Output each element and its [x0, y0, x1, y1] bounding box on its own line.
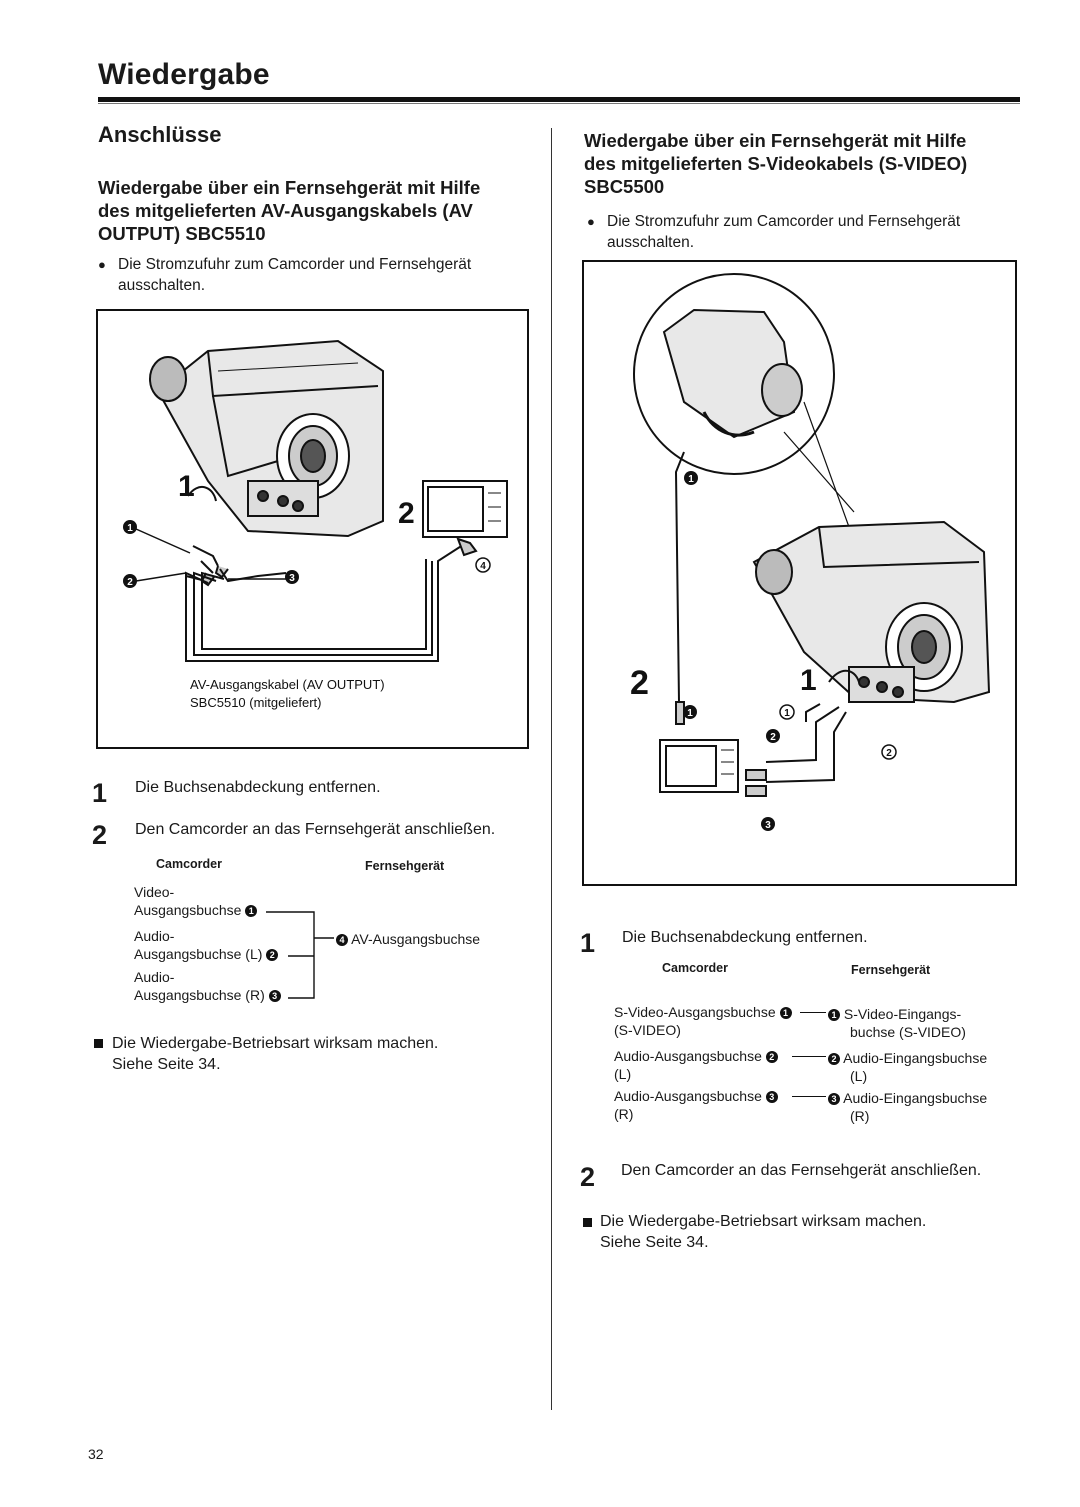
badge-2: 2: [770, 732, 776, 743]
title-rule: [98, 97, 1020, 102]
badge-1: 1: [688, 474, 694, 485]
step-text: Den Camcorder an das Fernsehgerät anschl…: [621, 1162, 982, 1179]
right-subheading-line3: SBC5500: [584, 176, 665, 197]
conn-row1-cam: S-Video-Ausgangsbuchse 1 (S-VIDEO): [614, 1003, 792, 1039]
conn-tv-input: 4 AV-Ausgangsbuchse: [336, 930, 480, 948]
col-camcorder: Camcorder: [156, 857, 222, 871]
left-bullet-line1: Die Stromzufuhr zum Camcorder und Fernse…: [118, 256, 472, 273]
figure-step-1: 1: [178, 470, 195, 503]
conn-row3-cam: Audio-Ausgangsbuchse 3 (R): [614, 1087, 778, 1123]
left-bullet-line2: ausschalten.: [118, 277, 206, 294]
badge-3: 3: [765, 1091, 778, 1104]
badge-3: 3: [289, 573, 295, 584]
bullet-dot: ●: [98, 257, 106, 272]
connector-line: [792, 1096, 826, 1097]
figure-caption-line1: AV-Ausgangskabel (AV OUTPUT): [190, 677, 385, 692]
col-tv: Fernsehgerät: [365, 859, 445, 873]
right-subheading-line2: des mitgelieferten S-Videokabels (S-VIDE…: [584, 153, 968, 174]
left-subheading: Wiedergabe über ein Fernsehgerät mit Hil…: [98, 176, 538, 245]
col-camcorder: Camcorder: [662, 961, 728, 975]
badge-1: 1: [245, 905, 258, 918]
connector-line: [792, 1056, 826, 1057]
conn-audio-r: Audio- Ausgangsbuchse (R) 3: [134, 968, 281, 1004]
camcorder-svideo-illustration: 1 1 1 2 2 3 2 1: [630, 273, 991, 831]
figure-caption-line2: SBC5510 (mitgeliefert): [190, 695, 322, 710]
step-number: 2: [92, 820, 108, 850]
left-subheading-line1: Wiedergabe über ein Fernsehgerät mit Hil…: [98, 177, 481, 198]
square-bullet: [583, 1218, 592, 1227]
left-note: Die Wiedergabe-Betriebsart wirksam mache…: [112, 1035, 439, 1073]
conn-audio-l: Audio- Ausgangsbuchse (L) 2: [134, 927, 279, 963]
step-number: 1: [92, 778, 108, 808]
step-text: Den Camcorder an das Fernsehgerät anschl…: [135, 821, 496, 838]
badge-1: 1: [687, 708, 693, 719]
right-subheading-line1: Wiedergabe über ein Fernsehgerät mit Hil…: [584, 130, 967, 151]
step-number: 2: [580, 1162, 596, 1192]
badge-1: 1: [127, 523, 133, 534]
right-bullet-line1: Die Stromzufuhr zum Camcorder und Fernse…: [607, 213, 961, 230]
camcorder-av-illustration: 1 2 3 4 1 2 AV-Ausgangskabel (AV OUTPUT)…: [123, 339, 508, 710]
badge-1: 1: [828, 1009, 840, 1022]
badge-2: 2: [828, 1053, 840, 1066]
left-subheading-line3: OUTPUT) SBC5510: [98, 223, 266, 244]
right-subheading: Wiedergabe über ein Fernsehgerät mit Hil…: [584, 129, 1024, 198]
connector-line: [800, 1012, 826, 1013]
conn-row3-tv: 3 Audio-Eingangsbuchse (R): [828, 1089, 987, 1125]
square-bullet: [94, 1039, 103, 1048]
connector-bracket: [266, 911, 334, 999]
conn-row2-tv: 2 Audio-Eingangsbuchse (L): [828, 1049, 987, 1085]
page-title: Wiedergabe: [98, 58, 270, 91]
right-note: Die Wiedergabe-Betriebsart wirksam mache…: [600, 1213, 927, 1251]
page-number: 32: [88, 1446, 104, 1462]
figure-step-1: 1: [800, 664, 817, 697]
title-rule-thin: [98, 103, 1020, 104]
badge-4: 4: [480, 561, 486, 572]
conn-video: Video- Ausgangsbuchse 1: [134, 883, 258, 919]
badge-2: 2: [886, 748, 892, 759]
badge-2: 2: [266, 949, 279, 962]
bullet-dot: ●: [587, 214, 595, 229]
left-figure: 1 2 3 4 1 2 AV-Ausgangskabel (AV OUTPUT)…: [96, 309, 529, 749]
left-bullet: ● Die Stromzufuhr zum Camcorder und Fern…: [98, 254, 538, 296]
badge-1: 1: [784, 708, 790, 719]
badge-3: 3: [268, 990, 281, 1003]
badge-1: 1: [779, 1007, 792, 1020]
badge-3: 3: [828, 1093, 840, 1106]
step-text: Die Buchsenabdeckung entfernen.: [135, 779, 381, 796]
figure-step-2: 2: [630, 664, 649, 702]
section-title: Anschlüsse: [98, 122, 222, 147]
conn-row2-cam: Audio-Ausgangsbuchse 2 (L): [614, 1047, 778, 1083]
badge-4: 4: [336, 934, 348, 947]
right-bullet: ● Die Stromzufuhr zum Camcorder und Fern…: [587, 211, 1027, 253]
right-bullet-line2: ausschalten.: [607, 234, 695, 251]
conn-row1-tv: 1 S-Video-Eingangs- buchse (S-VIDEO): [828, 1005, 966, 1041]
step-text: Die Buchsenabdeckung entfernen.: [622, 929, 868, 946]
badge-2: 2: [765, 1051, 778, 1064]
right-figure: 1 1 1 2 2 3 2 1: [582, 260, 1017, 886]
badge-3: 3: [765, 820, 771, 831]
col-tv: Fernsehgerät: [851, 963, 931, 977]
left-subheading-line2: des mitgelieferten AV-Ausgangskabels (AV: [98, 200, 473, 221]
badge-2: 2: [127, 577, 133, 588]
step-number: 1: [580, 928, 596, 958]
figure-step-2: 2: [398, 497, 415, 530]
column-divider: [551, 128, 552, 1410]
